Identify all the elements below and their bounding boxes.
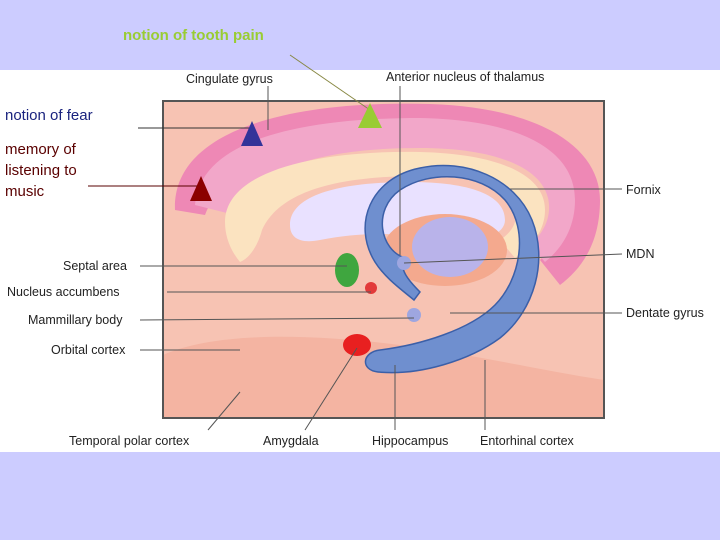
label-mdn: MDN <box>626 247 655 261</box>
music-annotation: memory of listening to music <box>5 141 77 200</box>
fear-annotation: notion of fear <box>5 107 93 124</box>
leader-tooth-pain <box>289 54 371 111</box>
leader-mdn <box>403 253 623 264</box>
label-mammillary-body: Mammillary body <box>28 313 123 327</box>
temporal-lobe <box>163 336 604 418</box>
label-fornix: Fornix <box>626 183 661 197</box>
label-cingulate-gyrus: Cingulate gyrus <box>186 72 273 86</box>
fornix-shape <box>364 164 540 374</box>
label-dentate-gyrus: Dentate gyrus <box>626 306 704 320</box>
corpus-callosum <box>225 151 545 262</box>
page-title: notion of tooth pain <box>123 27 264 44</box>
label-hippocampus: Hippocampus <box>372 434 449 448</box>
tooth-pain-marker <box>358 103 382 128</box>
leader-lines <box>88 54 623 431</box>
cingulate-gyrus <box>195 118 575 262</box>
figure-frame <box>162 100 605 419</box>
cingulate-outer-band <box>174 103 600 286</box>
label-amygdala: Amygdala <box>263 434 319 448</box>
label-anterior-nucleus: Anterior nucleus of thalamus <box>386 70 545 84</box>
label-nucleus-accumbens: Nucleus accumbens <box>7 285 120 299</box>
music-marker <box>190 176 212 201</box>
mammillary-shape <box>407 308 421 322</box>
bottom-band <box>0 452 720 540</box>
anterior-nucleus-shape <box>412 217 488 277</box>
septal-area-shape <box>335 253 359 287</box>
nucleus-accumbens-shape <box>365 282 377 294</box>
top-band <box>0 0 720 70</box>
label-septal-area: Septal area <box>63 259 127 273</box>
amygdala-shape <box>343 334 371 356</box>
label-entorhinal-cortex: Entorhinal cortex <box>480 434 574 448</box>
leader-temporal <box>207 391 241 431</box>
fear-marker <box>241 121 263 146</box>
label-orbital-cortex: Orbital cortex <box>51 343 126 357</box>
leader-amygdala <box>304 347 358 431</box>
label-temporal-polar-cortex: Temporal polar cortex <box>69 434 190 448</box>
leader-mammillary <box>139 317 415 321</box>
